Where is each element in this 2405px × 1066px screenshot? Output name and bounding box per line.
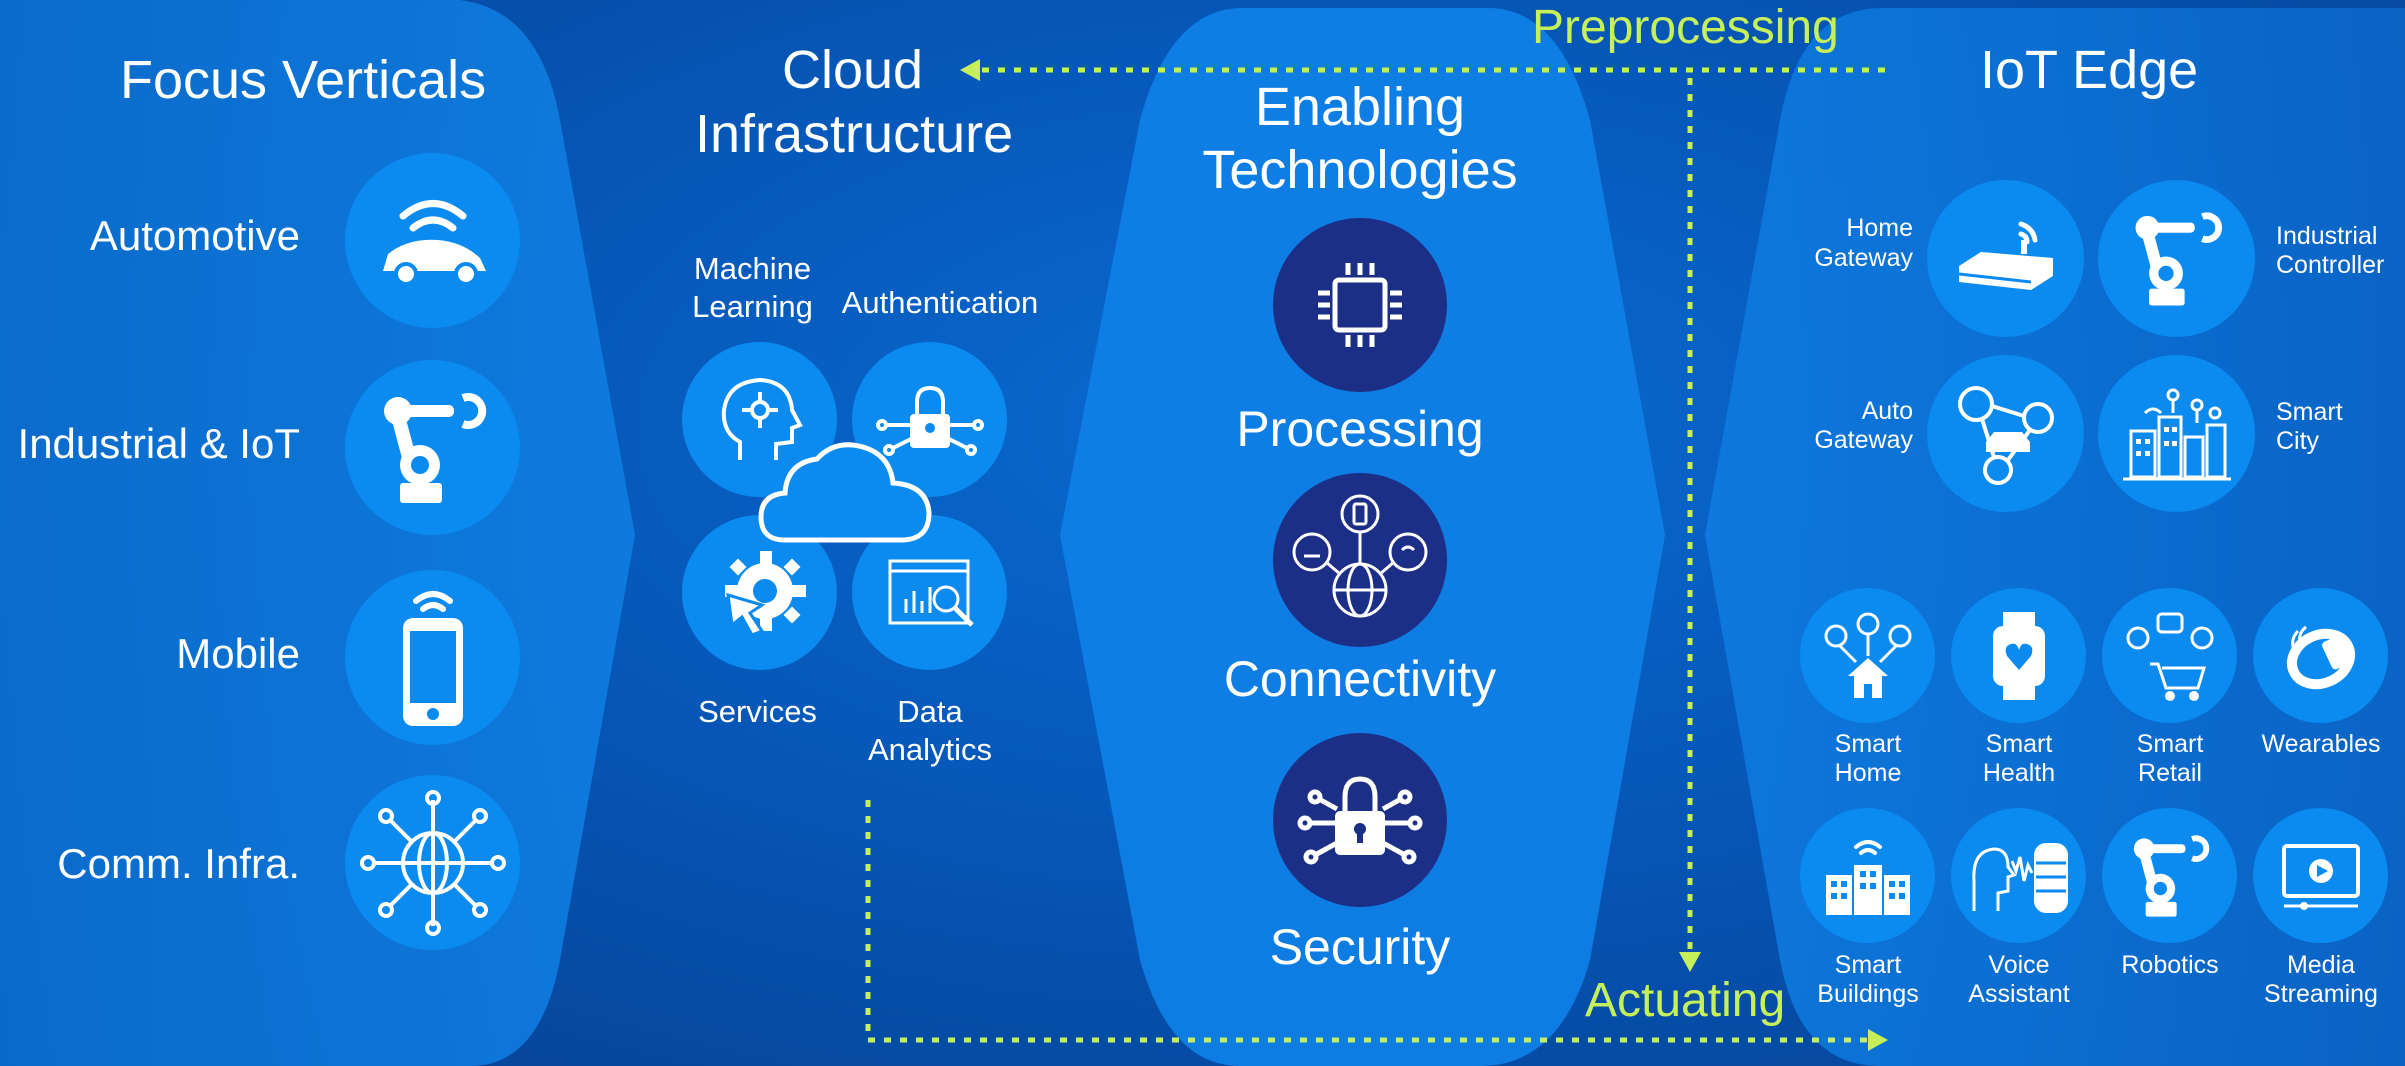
- tile-label-smart-buildings-2: Buildings: [1817, 980, 1919, 1008]
- actuating-arrow: [865, 800, 1870, 1043]
- tile-label-smart-health-2: Health: [1982, 759, 2056, 787]
- ml-label-line2: Learning: [692, 289, 813, 324]
- smart-health-circle[interactable]: [1951, 588, 2086, 723]
- enabling-title-line2: Technologies: [1202, 140, 1518, 200]
- processing-label: Processing: [1236, 401, 1484, 457]
- smart-city-label-line2: City: [2276, 427, 2320, 455]
- smart-retail-circle[interactable]: [2102, 588, 2237, 723]
- voice-speaker-icon: [1971, 842, 2068, 913]
- router-icon: [1958, 221, 2053, 290]
- data-analytics-label-line1: Data: [897, 694, 963, 729]
- preprocessing-label: Preprocessing: [1532, 1, 1839, 54]
- smart-home-circle[interactable]: [1800, 588, 1935, 723]
- mobile-circle[interactable]: [345, 570, 520, 745]
- video-player-icon: [2281, 843, 2360, 910]
- data-analytics-label-line2: Analytics: [867, 732, 993, 767]
- tile-label-smart-home-2: Home: [1834, 759, 1902, 787]
- security-label: Security: [1269, 919, 1451, 975]
- wearables-circle[interactable]: [2253, 588, 2388, 723]
- home-gateway-label-line1: Home: [1846, 214, 1913, 242]
- focus-label-mobile: Mobile: [176, 630, 300, 677]
- ml-label-line1: Machine: [693, 251, 812, 286]
- padlock-circuit-icon: [1297, 776, 1423, 865]
- vertical-arrowhead: [1679, 952, 1701, 972]
- automotive-circle[interactable]: [345, 153, 520, 328]
- home-gateway-circle[interactable]: [1927, 180, 2084, 337]
- smart-city-circle[interactable]: [2098, 355, 2255, 512]
- smart-city-label-line1: Smart: [2276, 398, 2343, 426]
- robot-arm-icon: [383, 392, 486, 503]
- tile-label-voice-assistant-1: Voice: [1988, 951, 2050, 979]
- voice-assistant-circle[interactable]: [1951, 808, 2086, 943]
- brain-head-icon: [721, 377, 803, 460]
- tile-label-media-streaming-1: Media: [2286, 951, 2356, 979]
- actuating-arrowhead: [1868, 1029, 1888, 1051]
- tile-label-smart-retail-1: Smart: [2136, 730, 2204, 758]
- processing-circle[interactable]: [1273, 218, 1447, 392]
- auth-label: Authentication: [841, 285, 1039, 320]
- connectivity-label: Connectivity: [1223, 651, 1497, 707]
- focus-verticals-title: Focus Verticals: [120, 50, 487, 110]
- gear-cursor-icon: [724, 550, 806, 637]
- tile-label-smart-buildings-1: Smart: [1834, 951, 1902, 979]
- industrial-controller-label-line2: Controller: [2276, 251, 2385, 279]
- focus-label-industrial: Industrial & IoT: [17, 420, 300, 467]
- robotics-circle[interactable]: [2102, 808, 2237, 943]
- cloud-title-line2: Infrastructure: [695, 104, 1014, 164]
- connectivity-circle[interactable]: [1273, 473, 1447, 647]
- home-gateway-label-line2: Gateway: [1814, 244, 1913, 272]
- smart-home-icon: [1824, 612, 1911, 698]
- industrial-controller-label-line1: Industrial: [2276, 222, 2378, 250]
- tile-label-media-streaming-2: Streaming: [2264, 980, 2378, 1008]
- cloud-title-line1: Cloud: [781, 40, 924, 100]
- focus-label-comm-infra: Comm. Infra.: [57, 840, 300, 887]
- robot-arm-icon: [2133, 834, 2209, 917]
- wristband-icon: [2286, 625, 2355, 689]
- connected-car-icon: [382, 199, 486, 286]
- services-label: Services: [698, 694, 817, 729]
- industrial-circle[interactable]: [345, 360, 520, 535]
- focus-panel: [0, 0, 635, 1066]
- auto-gateway-circle[interactable]: [1927, 355, 2084, 512]
- iot-edge-title: IoT Edge: [1980, 40, 2199, 100]
- media-streaming-circle[interactable]: [2253, 808, 2388, 943]
- tile-label-smart-home-1: Smart: [1834, 730, 1902, 758]
- actuating-label: Actuating: [1585, 974, 1786, 1027]
- smartwatch-icon: [1992, 611, 2045, 700]
- industrial-controller-circle[interactable]: [2098, 180, 2255, 337]
- smart-buildings-circle[interactable]: [1800, 808, 1935, 943]
- comm-infra-circle[interactable]: [345, 775, 520, 950]
- network-globe-icon: [359, 789, 506, 936]
- smartphone-icon: [402, 590, 463, 726]
- enabling-title-line1: Enabling: [1254, 77, 1466, 137]
- buildings-icon: [1825, 839, 1910, 915]
- analytics-icon: [888, 559, 974, 627]
- tile-label-voice-assistant-2: Assistant: [1968, 980, 2070, 1008]
- connected-nodes-icon: [1957, 385, 2054, 485]
- tile-label-wearables: Wearables: [2261, 730, 2381, 758]
- preprocessing-arrowhead: [960, 59, 980, 81]
- auto-gateway-label-line1: Auto: [1861, 397, 1913, 425]
- focus-label-automotive: Automotive: [89, 212, 300, 259]
- connected-globe-icon: [1292, 494, 1428, 618]
- robot-arm-icon: [2135, 212, 2222, 306]
- auto-gateway-label-line2: Gateway: [1814, 426, 1913, 454]
- smart-city-icon: [2122, 388, 2231, 480]
- cloud-icon: [758, 442, 932, 543]
- shopping-cart-icon: [2126, 612, 2213, 701]
- security-circle[interactable]: [1273, 733, 1447, 907]
- chip-icon: [1318, 263, 1402, 347]
- tile-label-robotics: Robotics: [2121, 951, 2219, 979]
- padlock-circuit-icon: [875, 385, 984, 456]
- tile-label-smart-health-1: Smart: [1985, 730, 2053, 758]
- tile-label-smart-retail-2: Retail: [2138, 759, 2202, 787]
